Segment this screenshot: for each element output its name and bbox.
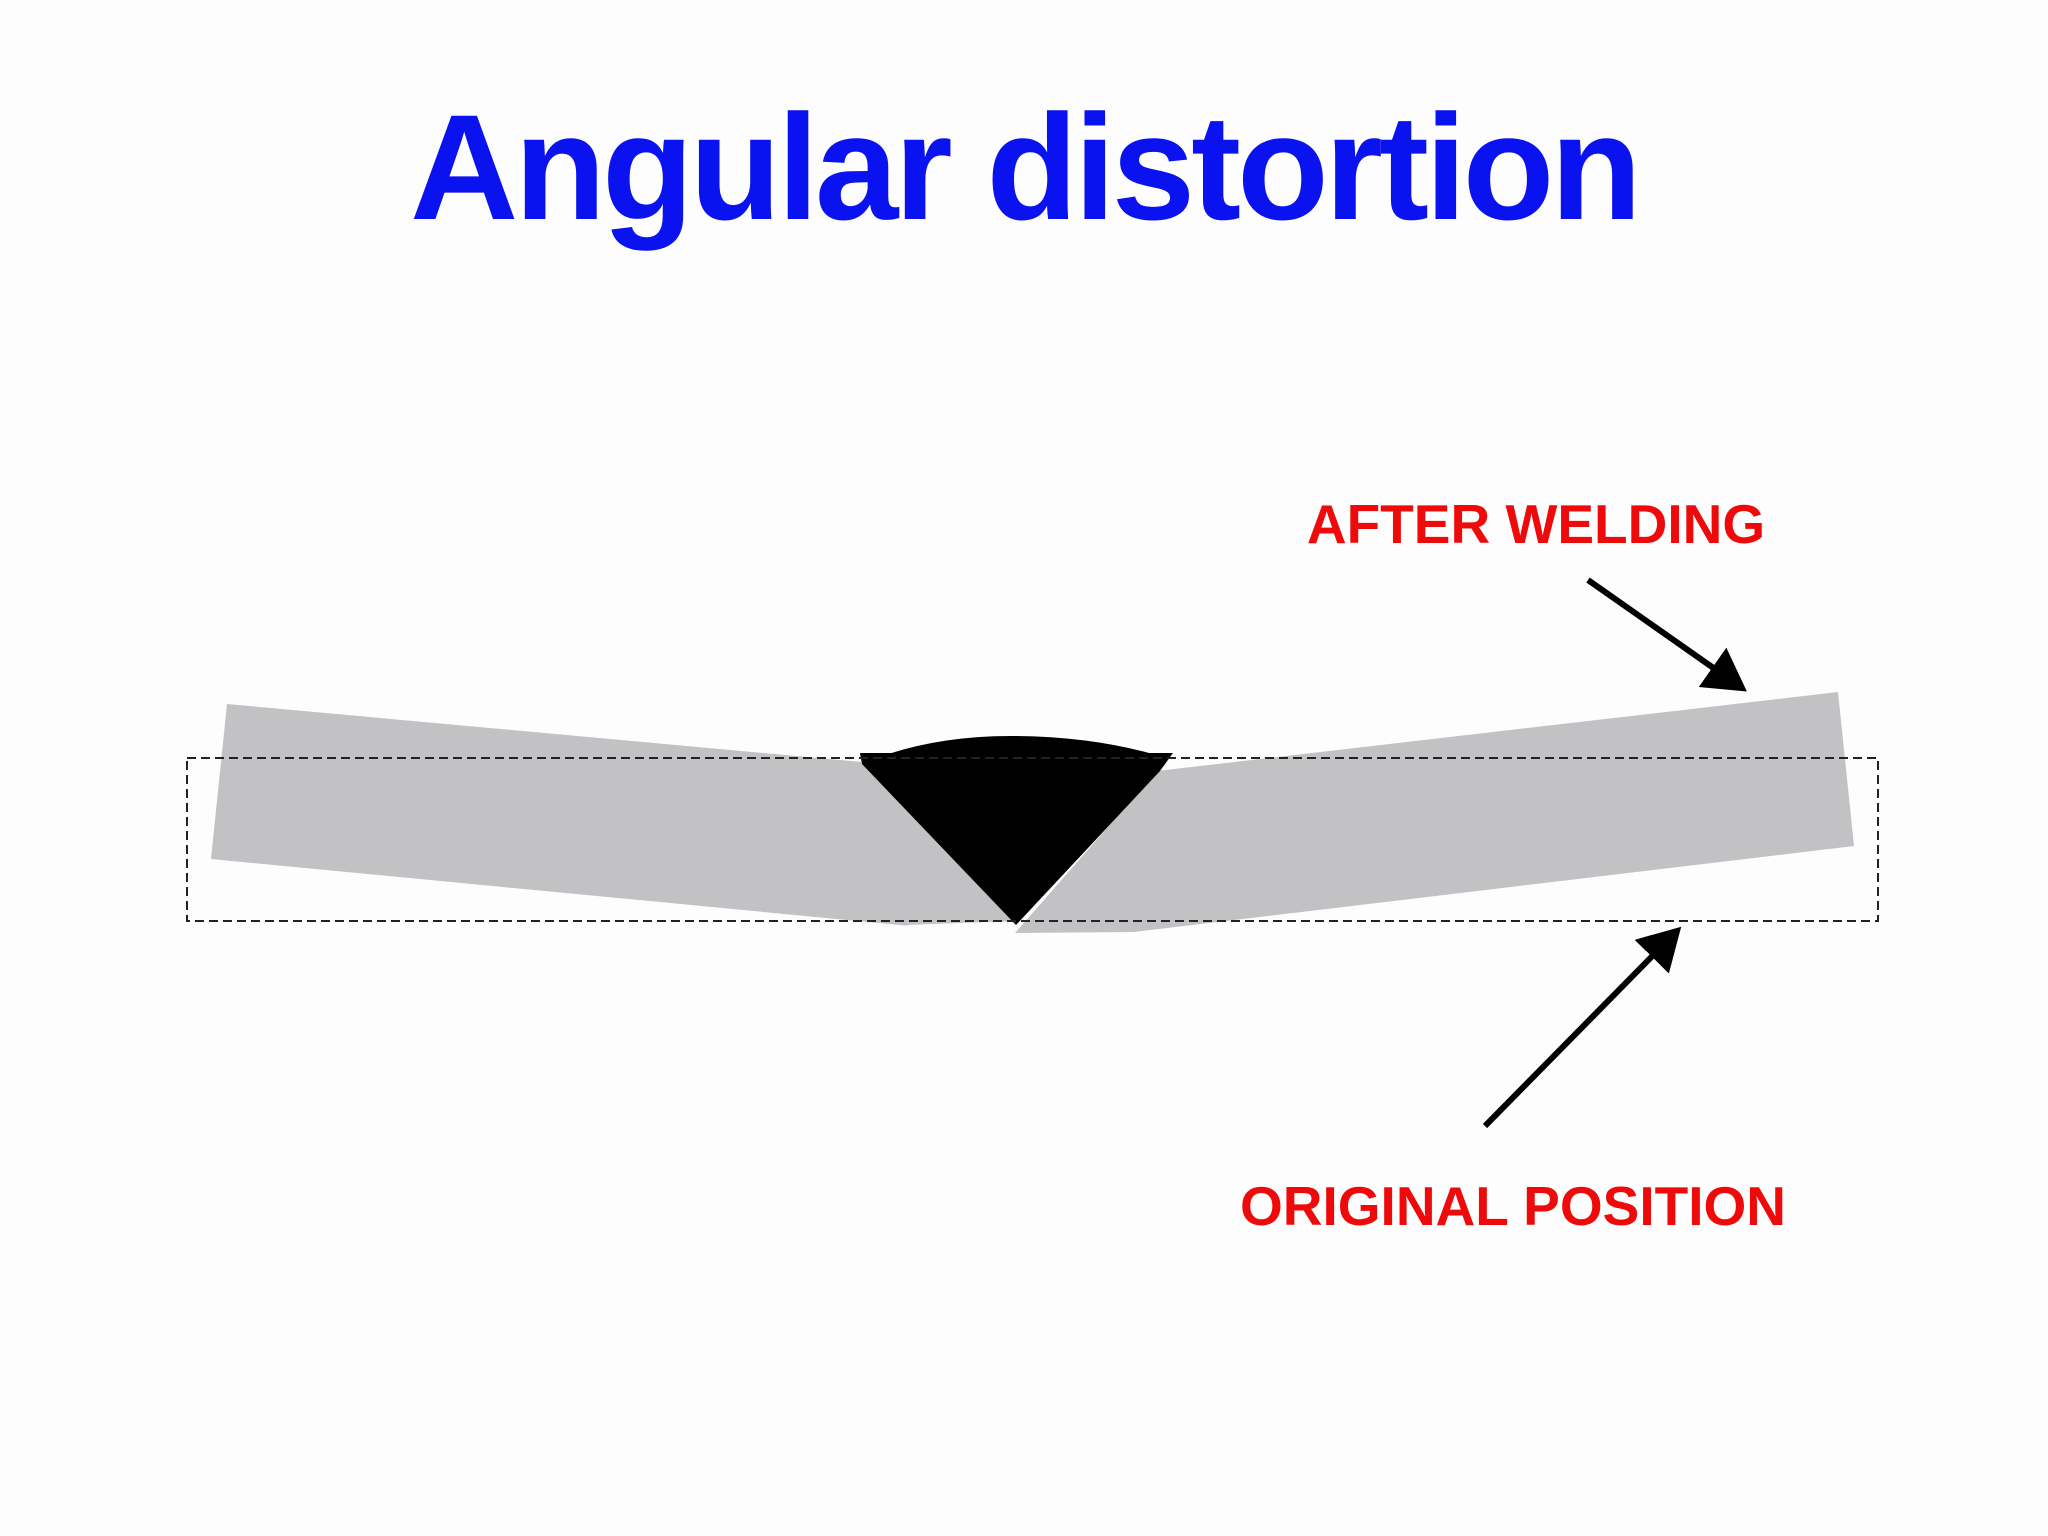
weld-bead xyxy=(860,753,1173,925)
weld-crown xyxy=(885,735,1166,758)
after-welding-label: AFTER WELDING xyxy=(1307,493,1765,555)
left-plate-after-welding xyxy=(211,704,1015,926)
after-welding-arrow xyxy=(1586,577,1747,692)
original-position-outline xyxy=(186,757,1879,922)
right-plate-after-welding xyxy=(1015,692,1854,933)
page-title: Angular distortion xyxy=(410,83,1642,251)
original-position-label: ORIGINAL POSITION xyxy=(1240,1175,1786,1237)
original-position-arrow xyxy=(1482,926,1682,1129)
